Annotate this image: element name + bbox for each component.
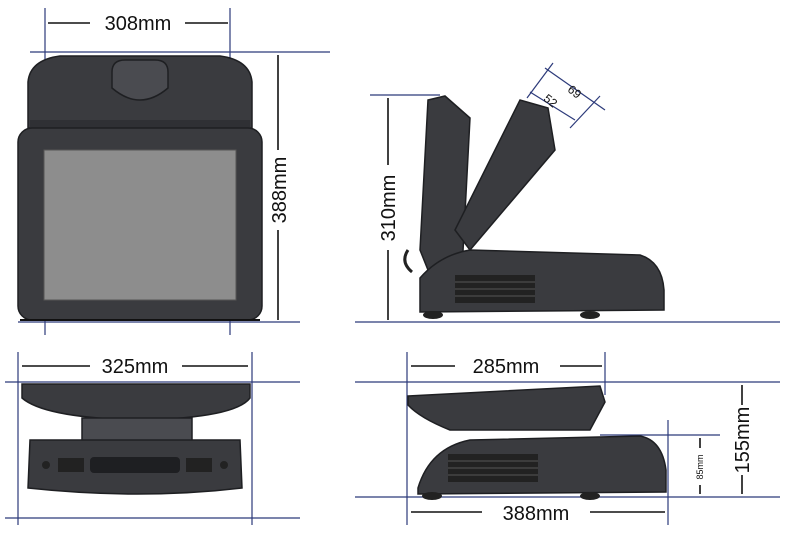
rear-vent-right (186, 458, 212, 472)
side-height-label: 310mm (378, 175, 400, 242)
side-customer-display (454, 99, 556, 252)
front-handle (111, 59, 169, 101)
folded-bottom-width-label: 388mm (503, 503, 570, 525)
rear-io-panel (90, 457, 180, 473)
side-dim-69-label: 69 (565, 82, 584, 101)
folded-base-height-label: 85mm (695, 454, 705, 479)
front-width-label: 308mm (105, 13, 172, 35)
front-screen (43, 149, 237, 301)
side-screen-panel (419, 95, 471, 276)
rear-width-label: 325mm (102, 356, 169, 378)
front-band (30, 120, 250, 130)
folded-height-label: 155mm (732, 407, 754, 474)
rear-display-top (21, 383, 251, 421)
rear-vent-left (58, 458, 84, 472)
side-view-folded: 285mm 388mm 155mm 85mm (355, 352, 780, 525)
side-cable (403, 249, 414, 274)
side-view: 310mm 69 52 (355, 62, 780, 323)
front-view: 308mm 388mm (17, 8, 330, 335)
front-height-label: 388mm (269, 157, 291, 224)
folded-top-width-label: 285mm (473, 356, 540, 378)
rear-view: 325mm (5, 352, 300, 525)
folded-display (407, 385, 606, 431)
